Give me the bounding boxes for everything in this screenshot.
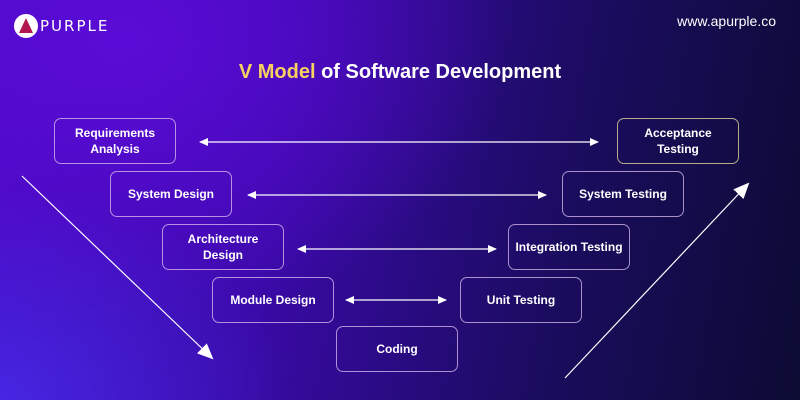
stage-acceptance-testing: Acceptance Testing	[617, 118, 739, 164]
validation-up-arrow	[564, 182, 750, 379]
verification-down-arrow	[21, 175, 214, 360]
title-rest: of Software Development	[315, 61, 562, 83]
logo-text: PURPLE	[40, 17, 110, 35]
stage-requirements-analysis: Requirements Analysis	[54, 118, 176, 164]
apurple-logo: PURPLE	[14, 14, 109, 38]
stage-system-design: System Design	[110, 171, 232, 217]
stage-system-testing: System Testing	[562, 171, 684, 217]
stage-coding: Coding	[336, 326, 458, 372]
diagram-title: V Model of Software Development	[0, 61, 800, 84]
stage-module-design: Module Design	[212, 277, 334, 323]
stage-architecture-design: Architecture Design	[162, 224, 284, 270]
stage-unit-testing: Unit Testing	[460, 277, 582, 323]
title-highlight: V Model	[238, 61, 316, 83]
stage-integration-testing: Integration Testing	[508, 224, 630, 270]
logo-mark-icon	[14, 14, 38, 38]
website-url: www.apurple.co	[677, 13, 776, 29]
